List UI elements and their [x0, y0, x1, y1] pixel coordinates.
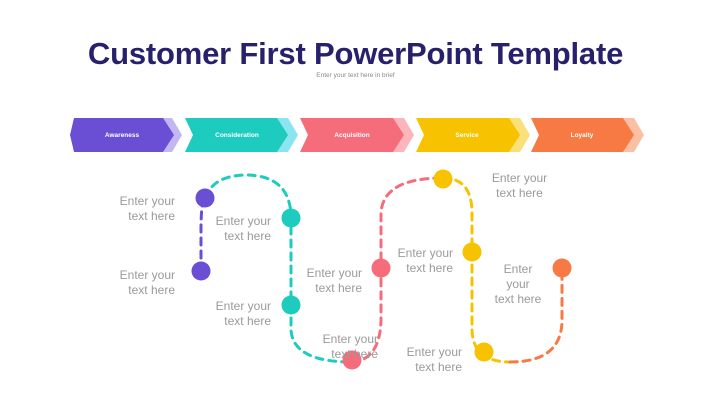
page-title: Customer First PowerPoint Template	[87, 36, 624, 71]
milestone-dot	[371, 258, 391, 278]
stage-label-acquisition: Acquisition	[334, 132, 369, 139]
milestone-dot	[433, 169, 453, 189]
stage-consideration: Consideration	[185, 118, 298, 152]
milestone-dot	[474, 342, 494, 362]
stage-label-consideration: Consideration	[215, 132, 259, 139]
stage-awareness: Awareness	[70, 118, 182, 152]
page-subtitle: Enter your text here in brief	[316, 72, 395, 79]
milestone-dot	[281, 295, 301, 315]
milestone-dot	[191, 261, 211, 281]
milestone-dot	[462, 242, 482, 262]
path-segment-acquisition	[350, 176, 445, 364]
stage-label-awareness: Awareness	[105, 132, 140, 139]
stage-loyalty: Loyalty	[531, 118, 644, 152]
milestone-dot	[281, 208, 301, 228]
stage-service: Service	[416, 118, 530, 152]
milestone-dot	[195, 188, 215, 208]
stage-label-service: Service	[455, 132, 479, 139]
path-segment-loyalty	[508, 266, 564, 364]
stage-label-loyalty: Loyalty	[571, 132, 594, 139]
path-segment-service	[441, 176, 512, 364]
path-segment-consideration	[204, 173, 354, 364]
stage-acquisition: Acquisition	[300, 118, 414, 152]
milestone-dot	[342, 350, 362, 370]
milestone-dot	[552, 258, 572, 278]
